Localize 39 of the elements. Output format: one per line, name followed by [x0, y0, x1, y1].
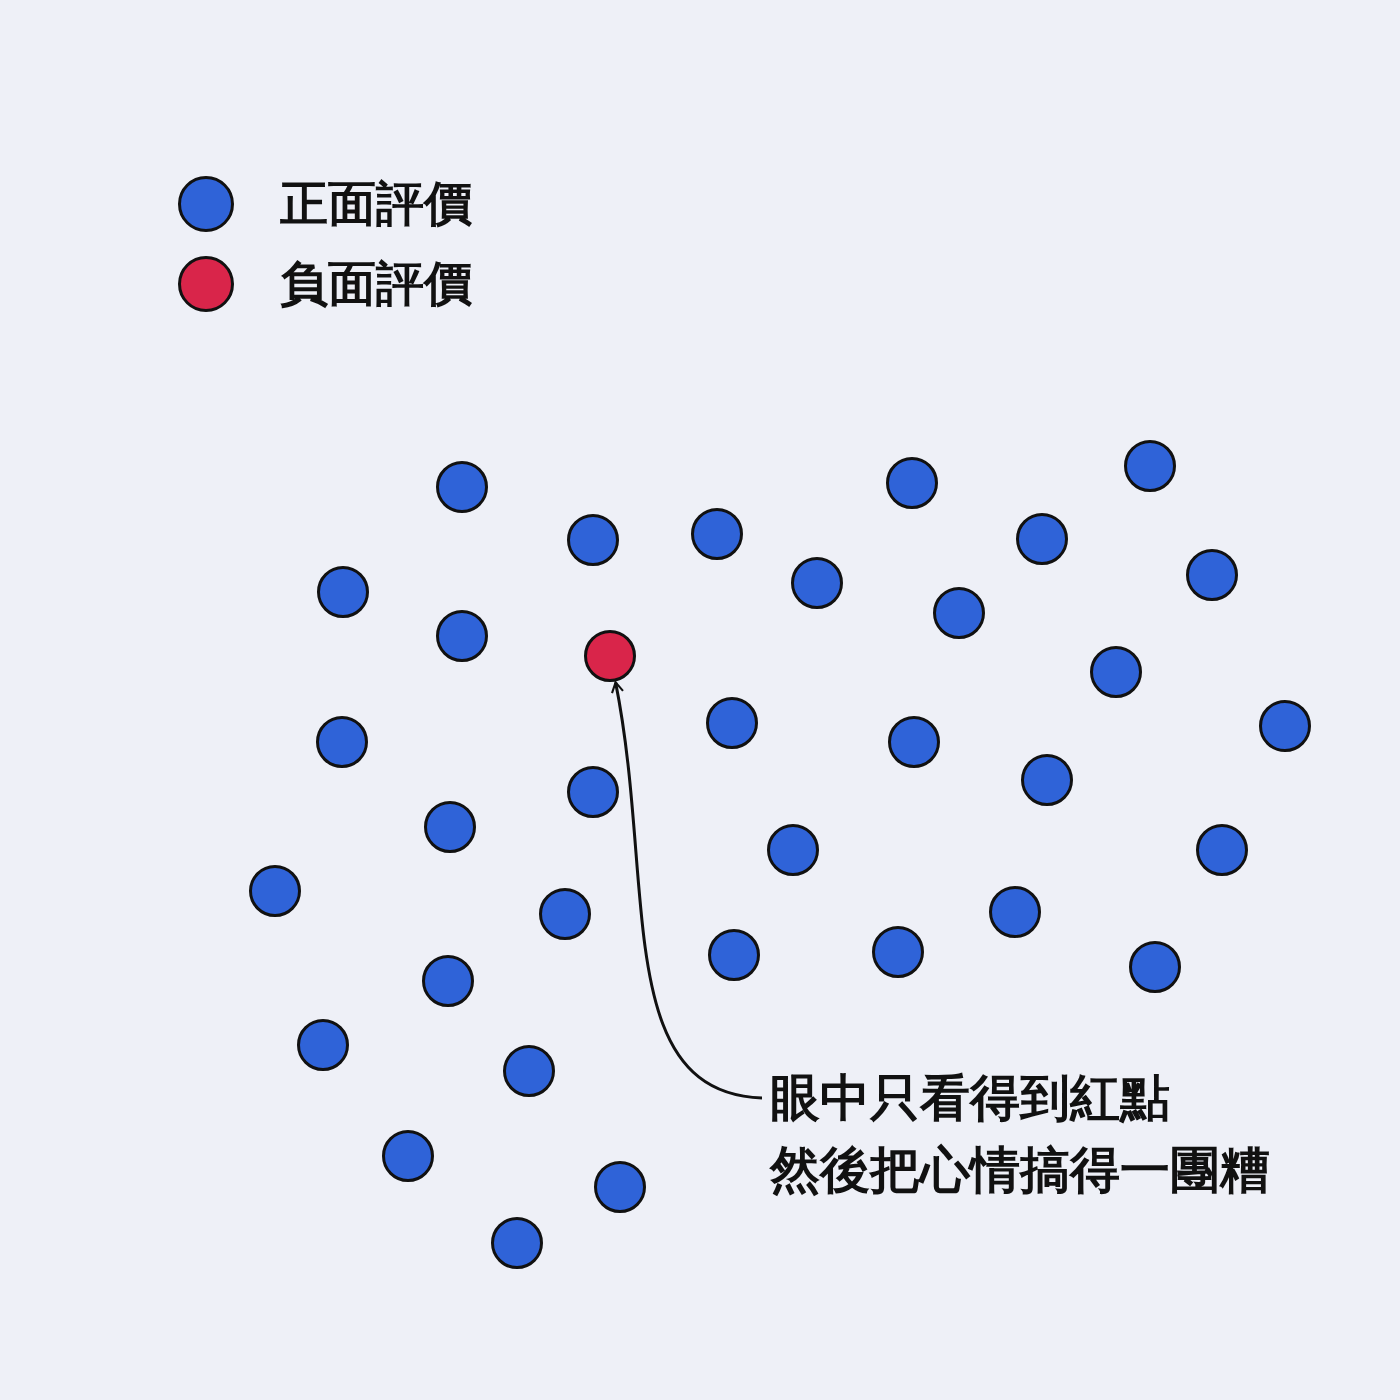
dot	[1021, 754, 1073, 806]
dot	[567, 766, 619, 818]
dot	[567, 514, 619, 566]
dot	[422, 955, 474, 1007]
dot	[436, 461, 488, 513]
dot	[1259, 700, 1311, 752]
annotation-text: 眼中只看得到紅點	[770, 1068, 1171, 1129]
dot	[933, 587, 985, 639]
dot	[297, 1019, 349, 1071]
dot	[436, 610, 488, 662]
dot	[316, 716, 368, 768]
dot	[708, 929, 760, 981]
dot	[1196, 824, 1248, 876]
dot	[1186, 549, 1238, 601]
dot	[1090, 646, 1142, 698]
dot	[1016, 513, 1068, 565]
annotation-text: 然後把心情搞得一團糟	[770, 1140, 1270, 1201]
dot	[888, 716, 940, 768]
dot	[491, 1217, 543, 1269]
dot	[424, 801, 476, 853]
legend-label: 負面評價	[280, 254, 472, 313]
dot	[594, 1161, 646, 1213]
legend-label: 正面評價	[280, 174, 472, 233]
dot	[539, 888, 591, 940]
highlighted-dot	[584, 630, 636, 682]
dot	[989, 886, 1041, 938]
dot	[503, 1045, 555, 1097]
dot	[1124, 440, 1176, 492]
dot	[317, 566, 369, 618]
dot	[791, 557, 843, 609]
dot	[691, 508, 743, 560]
curved-arrow	[610, 681, 763, 1100]
dot	[706, 697, 758, 749]
dot	[872, 926, 924, 978]
dot	[886, 457, 938, 509]
dot	[767, 824, 819, 876]
dot	[1129, 941, 1181, 993]
dot	[382, 1130, 434, 1182]
dot	[249, 865, 301, 917]
